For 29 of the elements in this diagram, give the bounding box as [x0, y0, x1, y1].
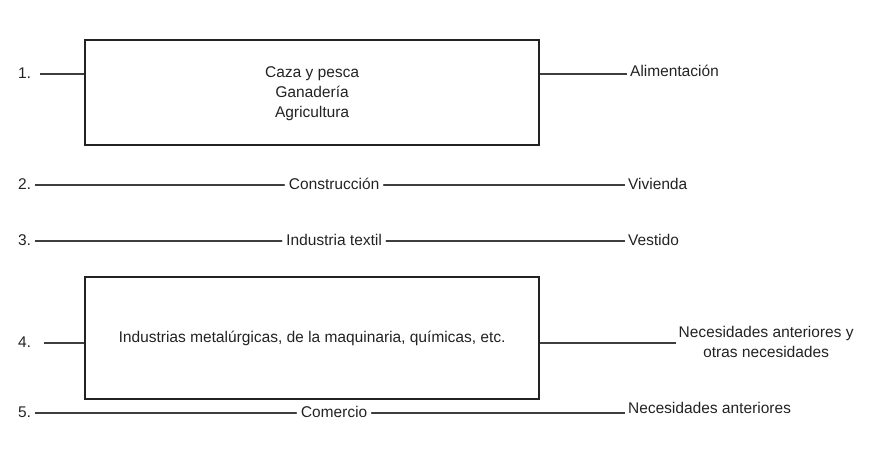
box-text: Ganadería — [275, 82, 349, 102]
connector-line — [383, 184, 625, 186]
row-number: 1. — [18, 64, 31, 84]
row-number: 2. — [18, 175, 31, 195]
box-text: Industrias metalúrgicas, de la maquinaria, químicas, etc. — [118, 328, 506, 348]
label-text: Vivienda — [628, 175, 688, 195]
connector-line — [371, 412, 625, 414]
label-text: Necesidades anteriores y otras necesidades — [678, 323, 854, 363]
connector-line — [540, 342, 676, 344]
connector-line — [540, 73, 627, 75]
box-text: Caza y pesca — [265, 62, 359, 82]
label-text: Construcción — [288, 175, 380, 195]
label-text: Industria textil — [286, 231, 382, 251]
box-text: Agricultura — [274, 102, 350, 122]
label-text: Vestido — [628, 231, 679, 251]
row-number: 3. — [18, 231, 31, 251]
label-text: Necesidades anteriores — [628, 399, 791, 419]
connector-line — [386, 240, 625, 242]
connector-line — [35, 240, 282, 242]
connector-line — [40, 73, 84, 75]
label-text: Comercio — [300, 403, 368, 423]
row-number: 5. — [18, 403, 31, 423]
connector-line — [35, 412, 297, 414]
text-box — [84, 39, 540, 146]
label-text: Alimentación — [630, 62, 719, 82]
connector-line — [44, 342, 84, 344]
row-number: 4. — [18, 333, 31, 353]
text-box — [84, 276, 540, 400]
connector-line — [35, 184, 285, 186]
